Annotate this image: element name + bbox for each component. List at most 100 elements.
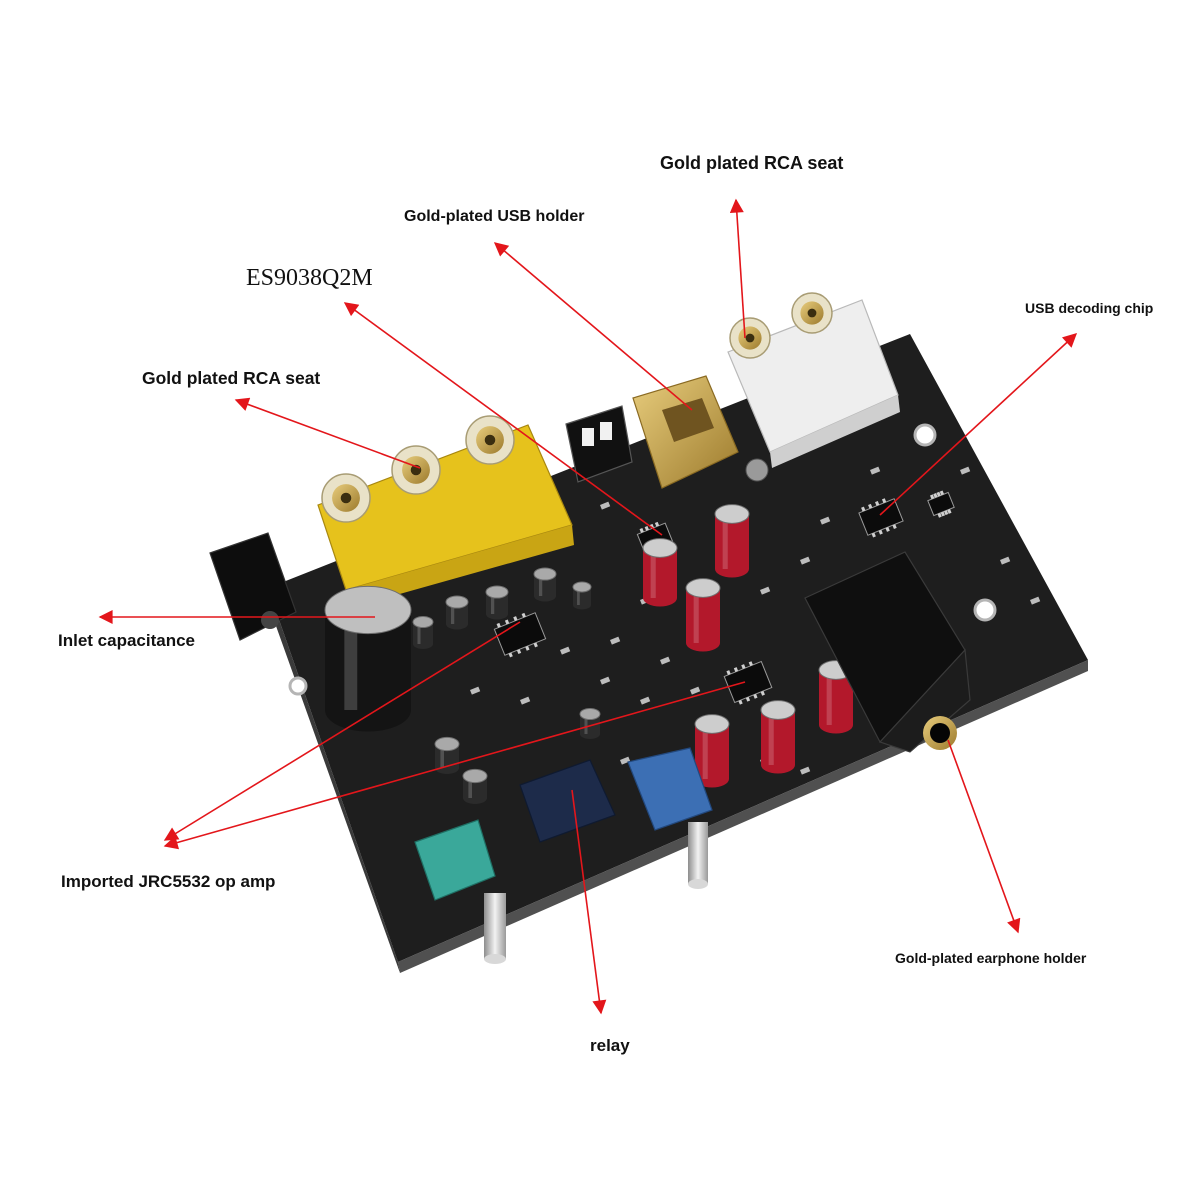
op-amp-chip-1-pin-bottom <box>533 642 538 648</box>
small-ic-pin-bottom <box>947 508 952 514</box>
red-capacitor <box>714 504 750 578</box>
small-capacitor <box>579 708 601 739</box>
red-capacitor-top <box>760 700 796 720</box>
rca-block-top <box>727 292 900 468</box>
red-capacitor <box>642 538 678 607</box>
smd-component <box>660 656 671 665</box>
op-amp-chip-1 <box>493 612 547 658</box>
small-capacitor-shine <box>577 587 580 605</box>
red-capacitor-top <box>685 578 721 598</box>
small-capacitor-top <box>745 458 769 482</box>
red-capacitor-top <box>694 714 730 734</box>
usb-decoding-chip-pin-bottom <box>885 527 890 532</box>
relay <box>519 759 616 843</box>
smd-component <box>520 696 531 705</box>
optical-jack-body <box>565 405 633 483</box>
small-capacitor <box>485 585 509 620</box>
optical-jack-port-2 <box>600 422 612 440</box>
small-capacitor-shine <box>490 592 495 614</box>
mounting-hole <box>288 676 308 696</box>
label-inlet-capacitance: Inlet capacitance <box>58 631 196 650</box>
smd-component <box>1000 556 1011 565</box>
usb-holder <box>632 375 739 489</box>
arrow-earphone-holder <box>947 739 1021 934</box>
op-amp-chip-1-pin-bottom <box>508 652 513 658</box>
usb-decoding-chip-pin-top <box>881 498 887 504</box>
red-capacitor-top <box>714 504 750 524</box>
potentiometer-blue-shaft <box>688 822 708 884</box>
usb-decoding-chip-pin-top <box>861 506 866 512</box>
small-capacitor <box>533 567 557 602</box>
op-amp-chip-2-pin-bottom <box>738 699 743 705</box>
small-capacitor-shine <box>417 622 421 644</box>
smd-component <box>560 646 571 655</box>
smd-component <box>640 696 651 705</box>
small-capacitor-top <box>412 616 434 628</box>
op-amp-chip-2-pin-top <box>748 661 753 667</box>
power-jack <box>209 532 297 641</box>
label-earphone-holder: Gold-plated earphone holder <box>895 950 1087 966</box>
callout-arrows <box>98 198 1078 1015</box>
arrow-dac-chip <box>343 302 663 536</box>
label-rca-seat-top: Gold plated RCA seat <box>660 153 844 173</box>
smd-component <box>610 636 621 645</box>
small-capacitor-body <box>413 622 433 644</box>
rca-block-top-front <box>770 395 900 468</box>
mounting-hole <box>973 598 997 622</box>
rca-jack-top-2-pin-hole <box>807 308 817 318</box>
mounting-hole <box>913 423 937 447</box>
usb-decoding-chip-pin-bottom <box>892 524 897 530</box>
smd-component <box>600 501 611 510</box>
small-capacitor <box>572 581 592 610</box>
arrow-rca-seat-left <box>234 397 421 469</box>
red-capacitor <box>685 578 721 652</box>
small-capacitor-shine <box>468 776 472 798</box>
small-ic-pin-top <box>930 494 935 500</box>
red-capacitor-shine <box>650 548 656 598</box>
potentiometer-green-shaft <box>484 893 506 959</box>
label-dac-chip: ES9038Q2M <box>246 265 373 291</box>
op-amp-chip-1-pin-top <box>521 612 526 618</box>
rca-block-left-front <box>346 525 574 608</box>
inlet-capacitor-shine <box>344 610 358 710</box>
small-capacitor <box>462 768 488 804</box>
rca-jack-left-3 <box>465 415 515 465</box>
op-amp-chip-1-pin-bottom <box>525 645 530 651</box>
small-capacitor-shine <box>450 602 455 624</box>
label-rca-seat-left: Gold plated RCA seat <box>142 368 321 388</box>
red-capacitor-shine <box>768 710 774 765</box>
small-ic-pin-top <box>939 490 945 496</box>
small-capacitor <box>445 595 469 630</box>
potentiometer-green <box>414 819 506 964</box>
op-amp-chip-1-pin-bottom <box>516 649 522 655</box>
dac-circuit-board <box>209 292 1088 973</box>
board-top-face <box>268 334 1088 962</box>
red-capacitor-top <box>642 538 678 558</box>
rca-jack-top-1 <box>729 317 771 359</box>
small-capacitor-top <box>445 595 469 609</box>
earphone-holder-front <box>878 648 971 753</box>
potentiometer-blue-shaft-end <box>688 879 708 889</box>
red-capacitor <box>760 700 796 774</box>
rca-jack-left-3-pin-hole <box>484 434 496 446</box>
relay-body <box>519 759 616 843</box>
red-capacitor <box>694 714 730 788</box>
inlet-capacitor-top <box>324 585 412 635</box>
optical-jack-port-1 <box>582 428 594 446</box>
op-amp-chip-2 <box>723 660 773 705</box>
op-amp-chip-2-pin-bottom <box>760 690 765 696</box>
label-usb-holder: Gold-plated USB holder <box>404 208 585 225</box>
smd-component <box>1030 596 1041 605</box>
small-capacitor-top <box>533 567 557 581</box>
red-capacitor-shine <box>826 670 832 725</box>
small-ic <box>927 490 955 518</box>
small-capacitor-top <box>462 768 488 784</box>
smd-component <box>800 556 811 565</box>
usb-decoding-chip-pin-top <box>868 503 873 509</box>
red-capacitor-shine <box>702 724 708 779</box>
small-capacitor-shine <box>440 744 444 768</box>
earphone-holder-socket <box>930 723 950 743</box>
smd-component <box>620 756 631 765</box>
smd-component <box>800 766 811 775</box>
